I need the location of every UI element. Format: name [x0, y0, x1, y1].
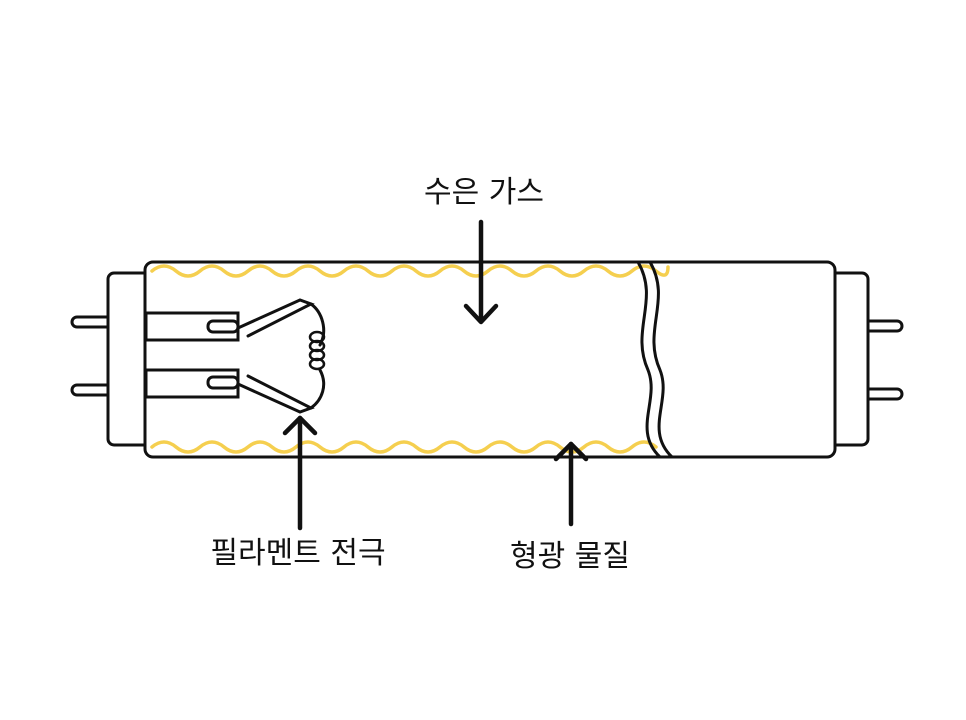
- electrode-lead-bottom: [206, 375, 240, 390]
- left-pin-bottom: [70, 383, 114, 397]
- arrow-gas: [463, 219, 499, 325]
- electrode-lead-top: [206, 319, 240, 334]
- left-pins: [70, 315, 114, 397]
- right-pins: [858, 319, 904, 401]
- label-phosphor: 형광 물질: [510, 539, 630, 574]
- tube-body: [143, 260, 837, 459]
- left-pin-top: [70, 315, 114, 329]
- arrow-phosphor: [553, 441, 589, 527]
- filament-coil: [308, 330, 326, 371]
- arrow-filament: [282, 415, 318, 531]
- electrode-assembly: [144, 311, 240, 399]
- cutaway-edge: [636, 261, 674, 459]
- phosphor-coating-top: [150, 264, 670, 278]
- label-filament-electrode: 필라멘트 전극: [210, 536, 385, 571]
- label-mercury-gas: 수은 가스: [424, 175, 544, 210]
